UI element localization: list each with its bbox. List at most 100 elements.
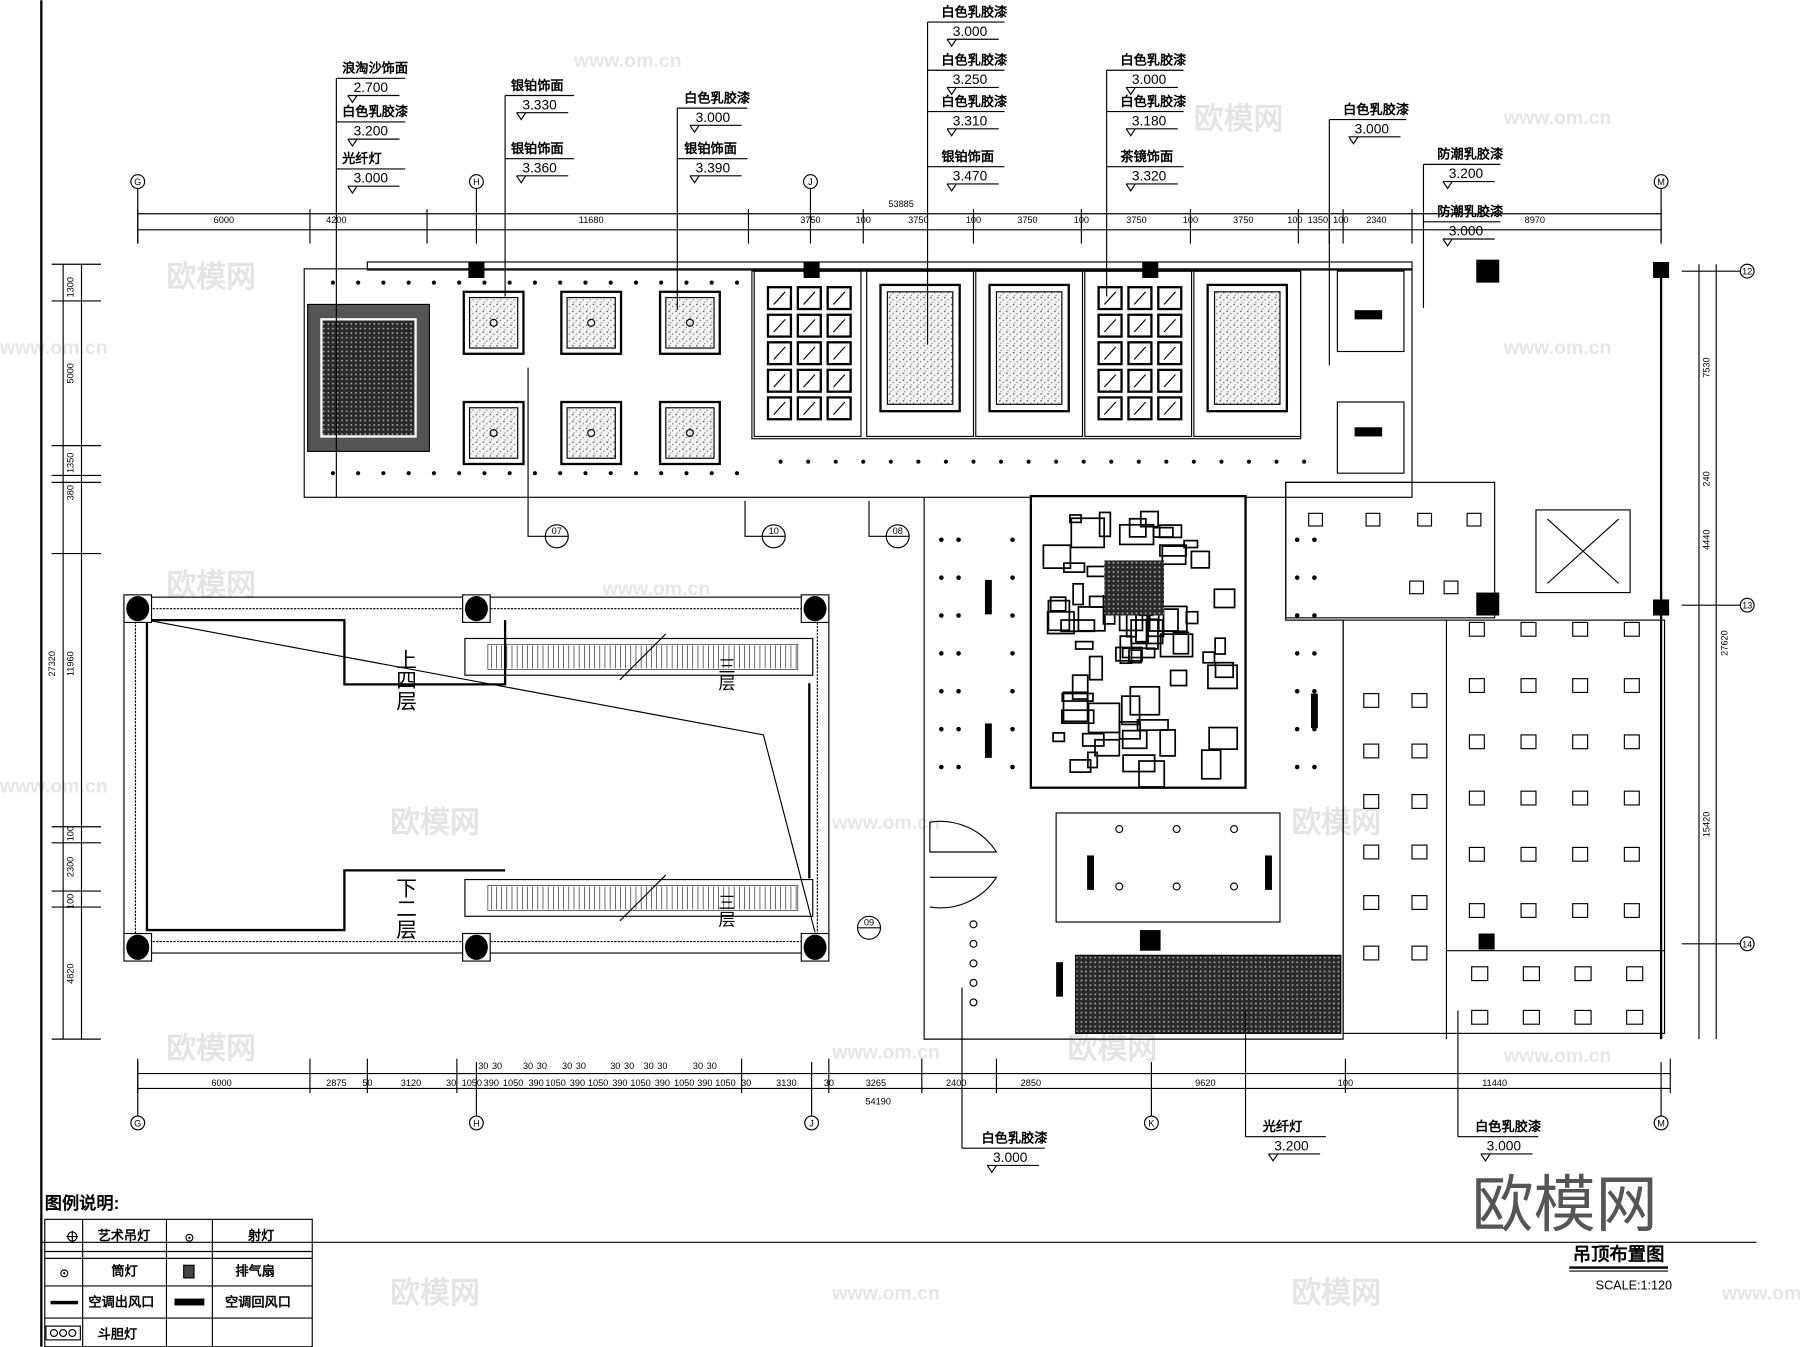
grid-axis-bubble-label: M <box>1657 1118 1665 1128</box>
downlight-icon <box>1312 688 1317 694</box>
downlight-icon <box>1109 459 1114 464</box>
downlight-icon <box>956 651 961 656</box>
wall-columns <box>468 259 1670 951</box>
ac-return-grille <box>1468 790 1485 806</box>
ac-supply-vent-icon <box>50 1300 79 1305</box>
feature-ceiling-block <box>1183 539 1199 549</box>
downlight-icon <box>1026 459 1031 464</box>
downlight-icon <box>1274 459 1279 464</box>
watermark: 欧模网 <box>390 1277 479 1310</box>
panel-infill <box>566 296 616 349</box>
panel-infill <box>566 407 616 459</box>
watermark: 欧模网 <box>1291 806 1380 839</box>
feature-ceiling-block <box>1169 669 1188 687</box>
watermark-url: www.om.cn <box>1503 337 1612 359</box>
feature-ceiling-block <box>1069 759 1092 773</box>
feature-ceiling-block <box>1069 514 1082 524</box>
watermark-url: www.om.cn <box>0 775 108 797</box>
downlight-icon <box>939 651 944 656</box>
downlight-icon <box>457 280 462 285</box>
mirror-hatch <box>1163 401 1176 416</box>
feature-ceiling-block <box>1213 588 1236 609</box>
feature-ceiling-block <box>1071 674 1089 700</box>
downlight-icon <box>60 1269 69 1278</box>
ac-supply-grille <box>1574 1009 1592 1025</box>
escalator-down-label: 下二层 <box>393 877 417 939</box>
ac-return-grille <box>1411 743 1428 759</box>
grid-axis-bubble-label: G <box>134 1118 141 1128</box>
ac-return-grille <box>1411 945 1428 961</box>
mirror-hatch <box>832 291 846 305</box>
downlight-icon <box>457 471 462 476</box>
elevation-marker-icon <box>1442 238 1453 247</box>
dimension-value: 1050 <box>462 1078 482 1088</box>
grid-axis-bubble <box>802 174 818 190</box>
elevation-marker-icon <box>946 38 957 48</box>
dimension-value: 3750 <box>1233 215 1253 225</box>
ac-return-grille <box>1520 678 1537 694</box>
spotlight-icon <box>969 959 978 968</box>
ac-return-grille <box>1443 580 1459 595</box>
downlight-icon <box>583 280 588 285</box>
downlight-icon <box>1010 688 1015 694</box>
grid-axis-bubble <box>1739 936 1755 952</box>
dimension-value: 9620 <box>1195 1078 1215 1088</box>
mirror-hatch <box>1103 401 1117 416</box>
downlight-icon <box>888 459 893 464</box>
dimension-value: 3750 <box>1126 215 1146 225</box>
ac-return-grille <box>1520 846 1537 862</box>
feature-ceiling-block <box>1094 738 1121 757</box>
ceiling-bay <box>866 270 975 438</box>
grid-axis-bubble-label: J <box>809 1118 814 1128</box>
dimension-value: 1050 <box>674 1078 694 1088</box>
structural-column <box>803 934 827 960</box>
ac-return-grille <box>1363 794 1380 809</box>
dimension-value: 2300 <box>65 857 75 877</box>
dimension-value-small: 30 <box>693 1061 703 1071</box>
dimension-value: 2875 <box>326 1078 346 1088</box>
grid-axis-bubble-label: H <box>473 1118 480 1128</box>
ac-supply-grille <box>1626 966 1644 982</box>
feature-ceiling-block <box>1049 596 1067 612</box>
feature-ceiling-block <box>1138 760 1166 788</box>
downlight-icon <box>1294 651 1300 656</box>
ceiling-elevation: 3.000 <box>1132 72 1167 87</box>
feature-ceiling-core <box>1104 560 1165 616</box>
feature-ceiling-block <box>1088 655 1104 681</box>
ceiling-elevation: 3.000 <box>696 110 731 125</box>
ac-supply-grille <box>1626 1009 1644 1025</box>
grid-axis-bubble <box>468 174 484 190</box>
dimension-value: 390 <box>484 1078 499 1088</box>
grid-axis-bubble <box>130 174 146 190</box>
dimension-value: 2400 <box>946 1078 966 1088</box>
grid-axis-bubble <box>1739 597 1755 613</box>
elevation-marker-icon <box>946 183 957 192</box>
ac-return-grille <box>1520 734 1537 750</box>
dimension-value-small: 30 <box>707 1061 717 1071</box>
downlight-icon <box>558 280 563 285</box>
feature-ceiling-block <box>1208 726 1239 751</box>
downlight-icon <box>998 459 1004 464</box>
mirror-hatch <box>832 401 846 416</box>
feature-ceiling-block <box>1130 619 1164 645</box>
feature-ceiling-block <box>1087 751 1099 769</box>
ceiling-elevation: 3.000 <box>953 24 988 39</box>
dimension-value: 2340 <box>1366 215 1386 225</box>
ac-return-grille <box>1520 621 1537 637</box>
material-label: 银铂饰面 <box>511 140 564 156</box>
ceiling-elevation: 3.390 <box>696 160 731 175</box>
feature-ceiling-block <box>1128 517 1147 538</box>
mirror-hatch <box>1133 318 1147 333</box>
dimension-value: 100 <box>1074 215 1089 225</box>
downlight-icon <box>406 471 411 476</box>
dimension-value: 390 <box>612 1078 627 1088</box>
mirror-hatch <box>1163 291 1176 305</box>
downlight-icon <box>1294 726 1300 732</box>
grid-axis-bubble-label: H <box>473 177 480 187</box>
mirror-hatch <box>1163 318 1176 333</box>
ac-supply-vent-icon <box>1310 693 1318 729</box>
ac-supply-grille <box>1522 966 1540 982</box>
downlight-icon <box>1312 537 1317 543</box>
